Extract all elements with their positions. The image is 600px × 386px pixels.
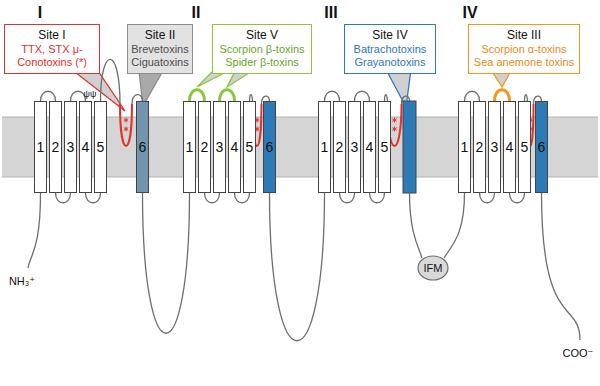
- domain-numeral: II: [192, 4, 201, 22]
- transmembrane-segment: 2: [49, 101, 62, 193]
- toxin-site-box: Site VScorpion β-toxins Spider β-toxins: [212, 24, 312, 74]
- segment-number: 1: [37, 139, 45, 155]
- transmembrane-segment: 4: [363, 101, 376, 193]
- segment-number: 6: [139, 139, 147, 155]
- segment-number: 1: [321, 139, 329, 155]
- toxin-site-box: Site IIBrevetoxins Ciguatoxins: [127, 24, 193, 74]
- segment-number: 2: [336, 139, 344, 155]
- toxin-list: TTX, STX μ-Conotoxins (*): [8, 43, 96, 69]
- transmembrane-segment: 5: [94, 101, 107, 193]
- glycosylation-mark: ψψ: [84, 89, 97, 99]
- segment-number: 3: [491, 139, 499, 155]
- toxin-site-box: Site IVBatrachotoxins Grayanotoxins: [344, 24, 436, 74]
- segment-number: 4: [506, 139, 514, 155]
- motif-label: IFM: [424, 262, 443, 274]
- terminus-label: NH₃⁺: [9, 275, 35, 288]
- transmembrane-segment: 1: [318, 101, 331, 193]
- transmembrane-segment: 6: [535, 101, 548, 193]
- segment-number: 4: [366, 139, 374, 155]
- terminus-label: COO⁻: [563, 347, 594, 360]
- toxin-list: Scorpion β-toxins Spider β-toxins: [216, 43, 308, 69]
- transmembrane-segment: 1: [34, 101, 47, 193]
- transmembrane-segment: 5: [378, 101, 391, 193]
- segment-number: 5: [97, 139, 105, 155]
- transmembrane-segment: 3: [213, 101, 226, 193]
- site-title: Site I: [8, 28, 96, 43]
- transmembrane-segment: 4: [79, 101, 92, 193]
- segment-number: 3: [67, 139, 75, 155]
- transmembrane-segment: 4: [228, 101, 241, 193]
- site-title: Site III: [472, 28, 576, 43]
- toxin-list: Batrachotoxins Grayanotoxins: [348, 43, 432, 69]
- toxin-site-box: Site IIIScorpion α-toxins Sea anemone to…: [468, 24, 580, 74]
- inactivation-gate-circle: IFM: [417, 255, 449, 281]
- segment-number: 1: [461, 139, 469, 155]
- segment-number: 5: [246, 139, 254, 155]
- segment-number: 6: [538, 139, 546, 155]
- transmembrane-segment: 3: [348, 101, 361, 193]
- toxin-site-box: Site ITTX, STX μ-Conotoxins (*): [4, 24, 100, 74]
- domain-numeral: I: [38, 4, 42, 22]
- toxin-list: Brevetoxins Ciguatoxins: [131, 43, 189, 69]
- transmembrane-segment: 1: [458, 101, 471, 193]
- segment-number: 2: [52, 139, 60, 155]
- transmembrane-segment: 1: [183, 101, 196, 193]
- segment-number: 5: [521, 139, 529, 155]
- segment-number: 4: [82, 139, 90, 155]
- segment-number: 4: [231, 139, 239, 155]
- transmembrane-segment: 3: [64, 101, 77, 193]
- toxin-list: Scorpion α-toxins Sea anemone toxins: [472, 43, 576, 69]
- segment-number: 3: [351, 139, 359, 155]
- domain-numeral: III: [324, 4, 337, 22]
- domain-numeral: IV: [462, 4, 477, 22]
- transmembrane-segment: 4: [503, 101, 516, 193]
- site-title: Site V: [216, 28, 308, 43]
- transmembrane-segment: 5: [243, 101, 256, 193]
- site-title: Site IV: [348, 28, 432, 43]
- segment-number: 2: [201, 139, 209, 155]
- transmembrane-segment: 2: [198, 101, 211, 193]
- transmembrane-segment: 3: [488, 101, 501, 193]
- segment-number: 6: [266, 139, 274, 155]
- transmembrane-segment: 2: [473, 101, 486, 193]
- segment-number: 5: [381, 139, 389, 155]
- segment-number: 2: [476, 139, 484, 155]
- transmembrane-segment: 2: [333, 101, 346, 193]
- transmembrane-segment: 6: [136, 101, 149, 193]
- site-title: Site II: [131, 28, 189, 43]
- transmembrane-segment: 6: [263, 101, 276, 193]
- transmembrane-segment: 5: [518, 101, 531, 193]
- segment-number: 3: [216, 139, 224, 155]
- segment-number: 1: [186, 139, 194, 155]
